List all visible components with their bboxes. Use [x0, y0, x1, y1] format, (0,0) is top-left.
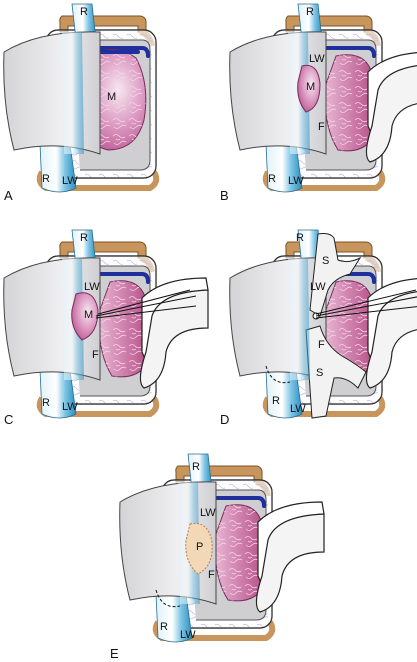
label-a-m: M: [107, 91, 116, 103]
mass-b: [297, 64, 321, 113]
label-b-f: F: [318, 121, 325, 133]
label-e-lw: LW: [200, 507, 216, 519]
suture-flap-bottom: [305, 325, 367, 419]
label-e-r-top: R: [192, 461, 200, 473]
label-e-p: P: [196, 541, 203, 553]
label-b-r-top: R: [306, 6, 314, 18]
label-d-lw-bottom: LW: [290, 403, 306, 415]
panel-d-letter: D: [220, 412, 229, 427]
label-b-m: M: [306, 81, 315, 93]
label-d-s-top: S: [322, 255, 329, 267]
label-d-lw: LW: [310, 281, 326, 293]
panel-a: R M R LW A: [3, 3, 157, 203]
panel-c: R LW M F R LW C: [3, 229, 209, 427]
label-b-lw-bottom: LW: [288, 175, 304, 187]
label-c-f: F: [92, 349, 99, 361]
label-e-lw-bottom: LW: [180, 629, 196, 641]
panel-b-letter: B: [220, 188, 229, 203]
label-d-r-bottom: R: [272, 395, 280, 407]
label-c-lw-bottom: LW: [62, 401, 78, 413]
label-a-lw: LW: [62, 175, 78, 187]
label-d-s-bottom: S: [316, 367, 323, 379]
panel-b: R LW M F R LW B: [220, 3, 417, 203]
label-b-lw: LW: [309, 53, 325, 65]
label-c-m: M: [84, 309, 93, 321]
panel-d: R S LW F S R LW D: [220, 229, 417, 427]
suture-flap-top: [309, 233, 362, 317]
label-e-r-bottom: R: [160, 621, 168, 633]
panel-e-letter: E: [110, 646, 119, 661]
label-b-r-bottom: R: [268, 173, 276, 185]
label-c-lw: LW: [84, 281, 100, 293]
label-a-r-bottom: R: [42, 173, 50, 185]
panel-a-letter: A: [4, 188, 13, 203]
label-c-r-top: R: [80, 232, 88, 244]
label-e-f: F: [208, 569, 215, 581]
panel-e: R LW P F R LW E: [110, 453, 325, 661]
patch-e: [185, 522, 213, 575]
label-c-r-bottom: R: [42, 397, 50, 409]
label-d-r-top: R: [296, 232, 304, 244]
panel-c-letter: C: [4, 412, 13, 427]
mass-c: [71, 292, 99, 341]
label-d-f: F: [318, 339, 325, 351]
label-a-r-top: R: [80, 6, 88, 18]
